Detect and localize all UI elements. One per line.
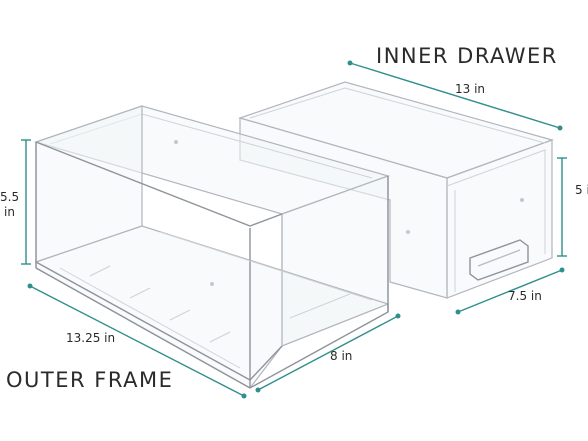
inner-drawer-label: INNER DRAWER [376, 44, 558, 68]
dimension-line-outer-width [255, 313, 401, 393]
inner-height-label: 5 in [575, 183, 588, 197]
outer-frame-illustration [34, 105, 390, 389]
outer-width-label: 8 in [330, 349, 352, 363]
outer-height-value-label: 5.5 [0, 190, 19, 204]
inner-length-label: 13 in [455, 82, 485, 96]
dimension-line-inner-height [557, 157, 567, 257]
dimension-line-inner-length [347, 60, 563, 131]
inner-width-label: 7.5 in [508, 289, 542, 303]
outer-frame-label: OUTER FRAME [6, 368, 173, 392]
dimension-line-outer-length [27, 283, 247, 399]
outer-length-label: 13.25 in [66, 331, 115, 345]
dimension-line-inner-width [455, 267, 565, 315]
dimension-line-outer-height [21, 139, 31, 265]
outer-height-unit-label: in [4, 205, 15, 219]
